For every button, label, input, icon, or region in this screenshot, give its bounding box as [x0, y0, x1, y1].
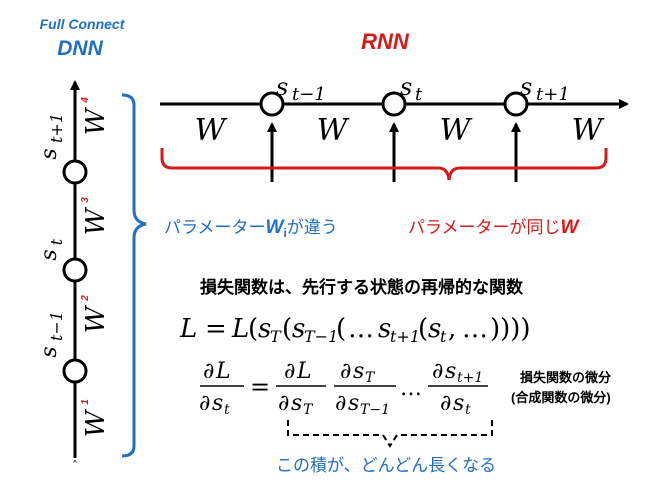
- svg-text:s: s: [37, 249, 62, 260]
- svg-text:T−1: T−1: [304, 327, 338, 346]
- rnn-node-1: [259, 91, 285, 117]
- svg-text:W: W: [81, 304, 111, 333]
- rnn-state-t-plus-1: s t+1: [520, 73, 570, 105]
- svg-text:T−1: T−1: [360, 402, 390, 418]
- svg-text:4: 4: [80, 97, 91, 104]
- dnn-bracket-caption: パラメーターWiが違う: [164, 217, 338, 240]
- svg-text:(: (: [336, 314, 346, 344]
- svg-text:…: …: [400, 376, 422, 401]
- svg-text:∂: ∂: [278, 391, 289, 416]
- svg-text:s: s: [292, 314, 305, 344]
- svg-text:t: t: [47, 238, 66, 245]
- dnn-node-middle: [62, 257, 88, 283]
- svg-text:s: s: [348, 391, 359, 416]
- svg-text:t+1: t+1: [390, 327, 420, 346]
- recursion-formula: L = L ( s T ( s T−1 ( … s t+1 ( s t , … …: [179, 314, 531, 346]
- svg-text:s: s: [37, 148, 62, 159]
- svg-text:∂: ∂: [440, 391, 451, 416]
- svg-text:t: t: [224, 402, 230, 418]
- rnn-bracket-caption: パラメーターが同じW: [408, 217, 581, 238]
- svg-text:∂: ∂: [432, 359, 443, 384]
- svg-text:…: …: [348, 314, 374, 344]
- svg-text:∂: ∂: [335, 391, 346, 416]
- svg-text:3: 3: [80, 197, 91, 203]
- dnn-node-upper: [62, 159, 88, 185]
- svg-text:W: W: [81, 106, 111, 135]
- svg-text:W: W: [81, 206, 111, 235]
- rnn-node-2: [381, 91, 407, 117]
- svg-text:s: s: [258, 314, 271, 344]
- rnn-state-t-minus-1: s t−1: [276, 73, 326, 105]
- dnn-bottom-mark: ˆ: [72, 459, 78, 473]
- svg-text:s: s: [520, 73, 532, 101]
- rnn-weight-1: W: [195, 113, 228, 148]
- svg-text:t+1: t+1: [536, 84, 570, 105]
- svg-text:=: =: [205, 314, 227, 344]
- chain-note-line2: (合成関数の微分): [511, 390, 611, 405]
- rnn-state-t: s t: [400, 73, 423, 105]
- dnn-state-t: s t: [37, 238, 66, 260]
- dnn-state-t-minus-1: s t−1: [37, 311, 66, 358]
- svg-text:s: s: [276, 73, 288, 101]
- dnn-state-t-plus-1: s t+1: [37, 113, 66, 160]
- svg-text:s: s: [400, 73, 412, 101]
- dnn-blue-bracket: [121, 93, 147, 458]
- rnn-node-3: [503, 91, 529, 117]
- svg-text:(: (: [418, 314, 428, 344]
- svg-text:T: T: [270, 327, 282, 346]
- dnn-weight-1: W 1: [80, 399, 111, 438]
- loss-statement: 損失関数は、先行する状態の再帰的な関数: [200, 277, 524, 297]
- svg-text:∂: ∂: [340, 359, 351, 384]
- svg-text:T: T: [365, 370, 376, 386]
- rnn-red-bracket: [160, 148, 608, 181]
- product-note: この積が、どんどん長くなる: [276, 456, 496, 475]
- dnn-node-lower: [62, 358, 88, 384]
- dnn-weight-4: W 4: [80, 97, 111, 136]
- svg-text:s: s: [291, 391, 302, 416]
- svg-text:∂: ∂: [199, 391, 210, 416]
- chain-note-line1: 損失関数の微分: [520, 370, 611, 385]
- svg-text:)))): )))): [490, 314, 531, 344]
- rnn-weight-3: W: [440, 113, 473, 148]
- svg-text:s: s: [212, 391, 223, 416]
- dnn-caption-line2: DNN: [57, 37, 103, 60]
- svg-text:s: s: [428, 314, 441, 344]
- product-dashed-bracket: [287, 420, 493, 448]
- svg-text:s: s: [445, 359, 456, 384]
- svg-text:∂: ∂: [203, 359, 214, 384]
- svg-text:t−1: t−1: [292, 84, 326, 105]
- svg-text:t: t: [415, 84, 423, 105]
- svg-text:s: s: [453, 391, 464, 416]
- svg-text:W: W: [81, 408, 111, 437]
- svg-text:T: T: [303, 402, 314, 418]
- svg-text:L: L: [296, 359, 312, 384]
- svg-text:1: 1: [80, 399, 91, 405]
- svg-text:t: t: [440, 327, 447, 346]
- dnn-caption-line1: Full Connect: [40, 16, 126, 32]
- svg-text:t+1: t+1: [457, 370, 483, 386]
- svg-text:t−1: t−1: [47, 311, 66, 341]
- dnn-weight-2: W 2: [80, 295, 111, 334]
- svg-text:,: ,: [448, 314, 456, 344]
- rnn-weight-4: W: [572, 113, 605, 148]
- svg-text:t: t: [465, 402, 471, 418]
- svg-text:L: L: [231, 314, 249, 344]
- svg-text:=: =: [250, 373, 270, 401]
- svg-text:s: s: [353, 359, 364, 384]
- svg-text:…: …: [462, 314, 488, 344]
- svg-text:s: s: [378, 314, 391, 344]
- svg-text:∂: ∂: [284, 359, 295, 384]
- rnn-title: RNN: [361, 29, 410, 54]
- svg-text:s: s: [37, 346, 62, 357]
- svg-text:L: L: [179, 314, 197, 344]
- svg-text:(: (: [248, 314, 258, 344]
- svg-text:t+1: t+1: [47, 113, 66, 143]
- rnn-weight-2: W: [317, 113, 350, 148]
- svg-text:(: (: [282, 314, 292, 344]
- dnn-weight-3: W 3: [80, 197, 111, 236]
- svg-text:L: L: [215, 359, 231, 384]
- svg-text:2: 2: [80, 295, 91, 302]
